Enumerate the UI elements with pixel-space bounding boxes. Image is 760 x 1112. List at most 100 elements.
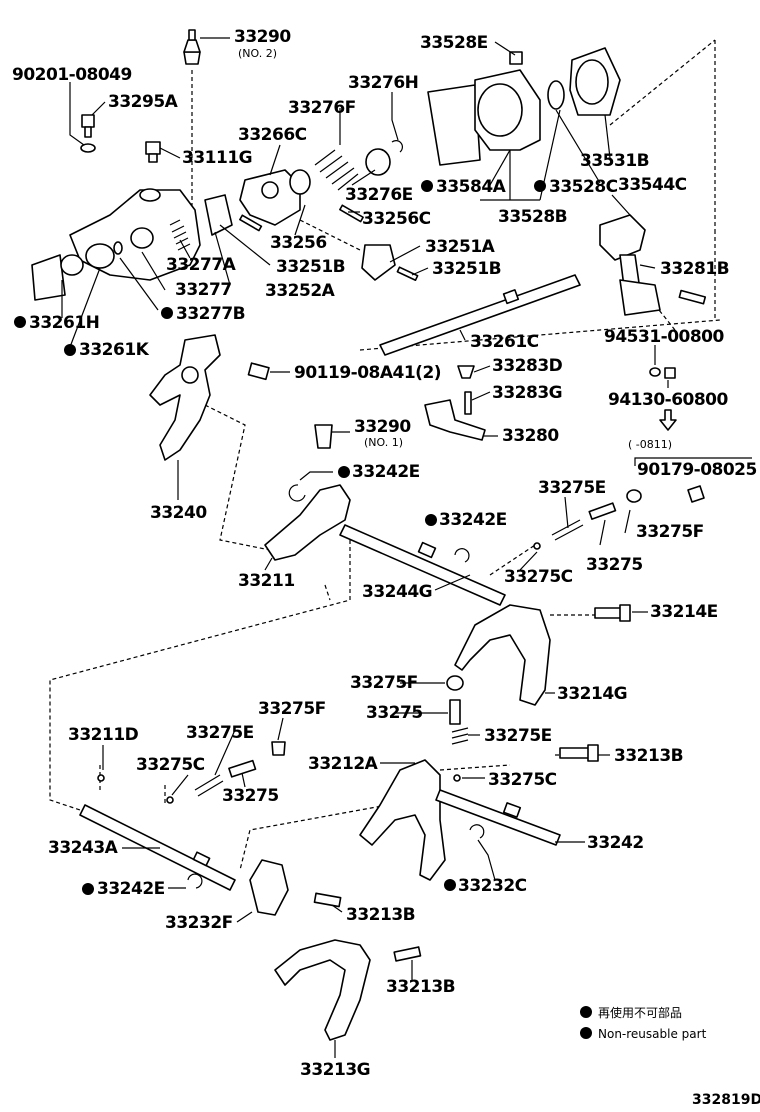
pins-33256: [239, 204, 364, 232]
shaft-33280: [424, 399, 486, 441]
label-33242E-c: 33242E: [97, 879, 165, 899]
label-94531-00800: 94531-00800: [604, 327, 725, 347]
label-33528B: 33528B: [498, 207, 567, 227]
plug-33275F-b: [446, 675, 464, 691]
fork-33214G: [454, 604, 551, 706]
fork-33212A: [359, 759, 446, 881]
bolt-33295A: [80, 114, 96, 153]
label-33211D: 33211D: [68, 725, 139, 745]
label-range-0811: ( -0811): [628, 438, 672, 451]
label-33211: 33211: [238, 571, 295, 591]
label-33251B-b: 33251B: [432, 259, 501, 279]
label-33266C: 33266C: [238, 125, 307, 145]
label-33256: 33256: [270, 233, 327, 253]
label-33214G: 33214G: [557, 684, 627, 704]
legend-jp: 再使用不可部品: [598, 1005, 682, 1020]
label-33275F-a: 33275F: [636, 522, 704, 542]
plug-33283D: [457, 365, 475, 379]
label-33261H: 33261H: [29, 313, 99, 333]
shaft-33242: [435, 789, 561, 846]
label-33275C-b: 33275C: [136, 755, 205, 775]
label-33243A: 33243A: [48, 838, 119, 858]
ball-33275C-b: [166, 796, 174, 804]
spring-33277A: [130, 219, 191, 251]
bolt-33213B-c: [393, 946, 422, 962]
bolt-33213B-a: [559, 744, 599, 762]
label-33251A: 33251A: [425, 237, 496, 257]
label-33244G: 33244G: [362, 582, 432, 602]
label-33276F: 33276F: [288, 98, 356, 118]
label-33275C-c: 33275C: [488, 770, 557, 790]
spring-33275E-a: [551, 519, 584, 541]
fork-33232F: [249, 859, 289, 916]
label-33275E-b: 33275E: [484, 726, 552, 746]
label-33528E: 33528E: [420, 33, 488, 53]
label-33256C: 33256C: [362, 209, 431, 229]
spring-33276F: [289, 140, 403, 195]
label-33213B-c: 33213B: [386, 977, 455, 997]
breather-plug-no2: [183, 29, 201, 65]
washer-nut-94531: [649, 367, 676, 379]
label-33252A: 33252A: [265, 281, 336, 301]
label-33275-b: 33275: [366, 703, 423, 723]
spring-33275E-b: [451, 727, 469, 745]
label-33584A: 33584A: [436, 177, 507, 197]
fork-33213G: [274, 939, 371, 1041]
legend: 再使用不可部品 Non-reusable part: [580, 1005, 707, 1041]
plug-33111G: [145, 141, 161, 163]
label-94130-60800: 94130-60800: [608, 390, 729, 410]
label-33213G: 33213G: [300, 1060, 370, 1080]
guide-lines: [49, 39, 721, 871]
label-33111G: 33111G: [182, 148, 252, 168]
snap-ring-33242E-b: [454, 548, 470, 563]
label-33232C: 33232C: [458, 876, 527, 896]
label-33290-no2-sub: (NO. 2): [238, 47, 277, 60]
label-33214E: 33214E: [650, 602, 718, 622]
label-33280: 33280: [502, 426, 559, 446]
non-reusable-markers: [14, 180, 546, 895]
label-33275E-a: 33275E: [538, 478, 606, 498]
ball-33275C-a: [533, 542, 541, 550]
part-labels: 33290 (NO. 2) 90201-08049 33295A 33276H …: [12, 27, 757, 1080]
plug-33275F-a: [626, 489, 642, 503]
label-33290-no1: 33290: [354, 417, 411, 437]
shift-lever-33544C: [599, 214, 707, 316]
bolt-33214E: [594, 604, 631, 622]
pin-33275-a: [588, 502, 617, 520]
label-33242E-a: 33242E: [352, 462, 420, 482]
label-33242E-b: 33242E: [439, 510, 507, 530]
label-90119-08A41: 90119-08A41(2): [294, 363, 441, 383]
label-90201-08049: 90201-08049: [12, 65, 132, 85]
label-33277: 33277: [175, 280, 232, 300]
leader-lines: [61, 37, 752, 1058]
label-33275-c: 33275: [222, 786, 279, 806]
fork-33211: [264, 484, 351, 561]
pin-33275-b: [449, 699, 461, 725]
label-33242: 33242: [587, 833, 644, 853]
pin-33275-c: [228, 759, 257, 778]
label-33528C: 33528C: [549, 177, 618, 197]
nut-90179: [687, 485, 705, 503]
label-33261K: 33261K: [79, 340, 150, 360]
spring-33275E-c: [194, 774, 224, 797]
label-33290-no1-sub: (NO. 1): [364, 436, 403, 449]
plug-33275F-c: [271, 741, 286, 756]
label-33261C: 33261C: [470, 332, 539, 352]
label-33212A: 33212A: [308, 754, 379, 774]
lever-33251A: [361, 244, 419, 282]
ball-33275C-c: [453, 774, 461, 782]
pin-33283G: [464, 391, 472, 415]
label-33277A: 33277A: [166, 255, 237, 275]
label-33240: 33240: [150, 503, 207, 523]
label-33275E-c: 33275E: [186, 723, 254, 743]
label-33213B-b: 33213B: [346, 905, 415, 925]
label-33275-a: 33275: [586, 555, 643, 575]
shaft-33261C: [379, 274, 581, 356]
label-33283G: 33283G: [492, 383, 562, 403]
breather-33290-no1: [314, 424, 333, 449]
lever-33240: [149, 334, 221, 461]
ball-33211D: [97, 774, 105, 782]
label-33251B-a: 33251B: [276, 257, 345, 277]
label-33275F-c: 33275F: [258, 699, 326, 719]
